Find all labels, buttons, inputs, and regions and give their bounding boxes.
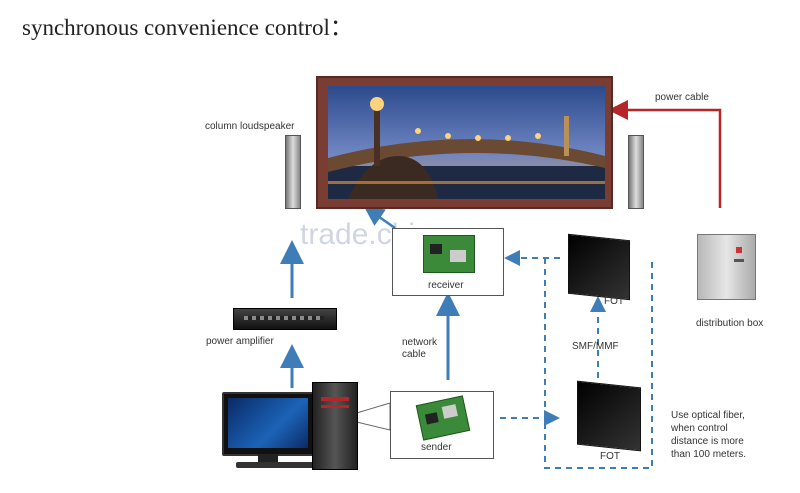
power-cable-line [608, 100, 722, 208]
receiver-box: receiver [392, 228, 504, 296]
distribution-box-label: distribution box [696, 318, 764, 329]
sender-label: sender [421, 442, 452, 453]
receiver-to-screen-arrow [363, 206, 396, 230]
fot-device-icon [577, 380, 641, 452]
smf-mmf-label: SMF/MMF [572, 341, 619, 352]
fiber-loop [544, 258, 653, 469]
fot-top-label: FOT [604, 296, 624, 307]
sender-box: sender [390, 391, 494, 459]
column-loudspeaker-label: column loudspeaker [205, 121, 295, 132]
amplifier-icon [233, 308, 337, 330]
screen-photo [328, 86, 605, 199]
receiver-label: receiver [428, 280, 464, 291]
distribution-box-icon [697, 234, 756, 300]
diagram-title: synchronous convenience control： [22, 15, 353, 40]
network-cable-label: network cable [402, 337, 438, 360]
board-icon [415, 395, 471, 441]
led-screen [316, 76, 613, 209]
fot-device-icon [568, 233, 630, 301]
board-icon [423, 235, 475, 273]
power-cable-label: power cable [655, 92, 709, 103]
speaker-icon [628, 135, 644, 209]
computer-icon [220, 380, 360, 475]
fiber-note: Use optical fiber, when control distance… [671, 410, 747, 460]
power-amplifier-label: power amplifier [206, 336, 274, 347]
speaker-icon [285, 135, 301, 209]
fot-bottom-label: FOT [600, 451, 620, 462]
